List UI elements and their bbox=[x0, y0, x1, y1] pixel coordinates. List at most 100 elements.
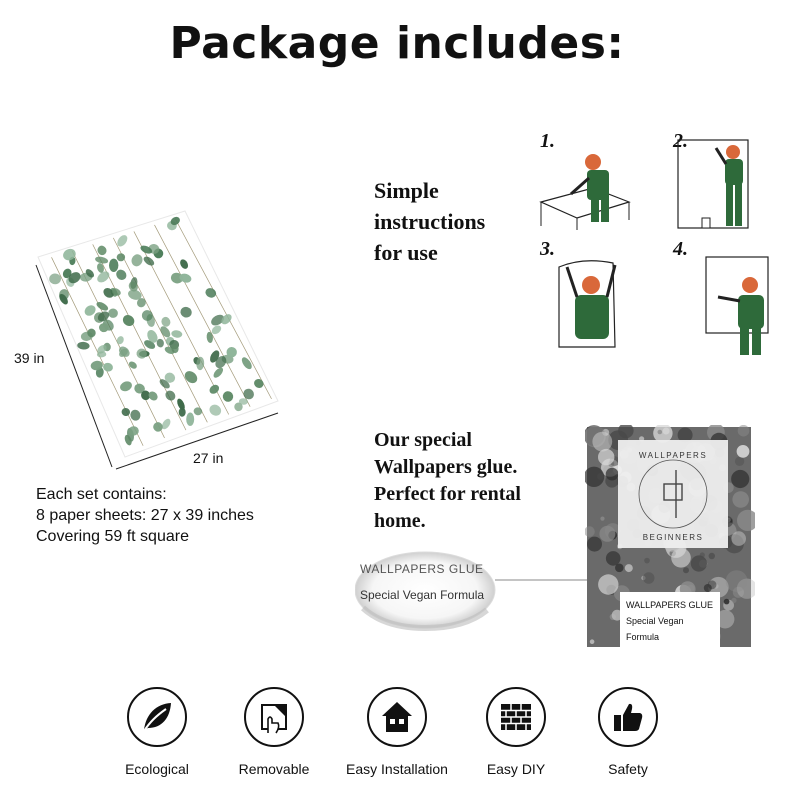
leaf-shape bbox=[103, 287, 114, 298]
sheet-height-label: 39 in bbox=[14, 350, 45, 366]
texture-blotch bbox=[671, 548, 691, 568]
step-3-illustration bbox=[558, 260, 617, 348]
leaf-shape bbox=[108, 258, 119, 273]
leaf-shape bbox=[211, 325, 222, 335]
texture-blotch bbox=[599, 525, 616, 542]
texture-blotch bbox=[642, 572, 655, 584]
step-number-2: 2. bbox=[673, 130, 688, 152]
feature-label: Safety bbox=[608, 761, 648, 777]
leaf-shape bbox=[97, 311, 110, 322]
leaf-shape bbox=[141, 310, 153, 321]
leaf-shape bbox=[221, 314, 232, 325]
set-line: Covering 59 ft square bbox=[36, 528, 189, 545]
step-1-illustration bbox=[539, 154, 631, 230]
set-line: Each set contains: bbox=[36, 486, 167, 503]
step-number-3: 3. bbox=[540, 238, 555, 260]
texture-blotch bbox=[714, 584, 719, 589]
texture-blotch bbox=[600, 516, 605, 521]
texture-blotch bbox=[662, 427, 670, 435]
leaf-shape bbox=[159, 379, 170, 389]
leaf-shape bbox=[111, 288, 121, 296]
leaf-shape bbox=[130, 409, 141, 421]
house-icon bbox=[382, 702, 412, 732]
leaf-shape bbox=[63, 248, 76, 261]
leaf-shape bbox=[99, 323, 109, 333]
texture-blotch bbox=[585, 466, 605, 487]
leaf-shape bbox=[141, 390, 151, 401]
leaf-shape bbox=[238, 398, 248, 405]
leaf-shape bbox=[97, 271, 110, 283]
texture-blotch bbox=[585, 425, 606, 448]
leaf-shape bbox=[213, 367, 224, 378]
feature-safety: Safety bbox=[563, 687, 693, 777]
glue-line: Perfect for rental bbox=[374, 483, 521, 505]
peel-icon bbox=[261, 704, 287, 734]
leaf-shape bbox=[62, 268, 72, 279]
leaf-shape bbox=[171, 344, 179, 354]
texture-blotch bbox=[732, 491, 749, 508]
leaf-shape bbox=[186, 412, 195, 426]
feature-removable: Removable bbox=[209, 687, 339, 777]
leaf-shape bbox=[180, 259, 189, 269]
brand-bottom-text: BEGINNERS bbox=[643, 533, 704, 542]
texture-blotch bbox=[611, 609, 623, 621]
sheet-width-label: 27 in bbox=[193, 450, 224, 466]
leaf-shape bbox=[170, 216, 180, 226]
texture-blotch bbox=[618, 425, 634, 439]
leaf-shape bbox=[136, 348, 147, 359]
texture-blotch bbox=[592, 431, 613, 452]
leaf-shape bbox=[210, 350, 220, 363]
brick-wall-icon bbox=[501, 704, 531, 730]
brand-logo-graphic: WALLPAPERS BEGINNERS bbox=[638, 451, 708, 542]
texture-blotch bbox=[723, 598, 730, 605]
glue-box-label: WALLPAPERS GLUE Special Vegan Formula bbox=[620, 592, 720, 650]
feature-icon-circle bbox=[127, 687, 187, 747]
leaf-shape bbox=[128, 426, 139, 436]
leaf-shape bbox=[147, 330, 158, 343]
texture-blotch bbox=[677, 427, 693, 443]
leaf-shape bbox=[116, 253, 126, 262]
leaf-shape bbox=[153, 422, 163, 432]
height-dimension-line bbox=[35, 264, 113, 468]
texture-blotch bbox=[587, 536, 602, 552]
leaf-shape bbox=[85, 269, 95, 278]
leaf-shape bbox=[164, 372, 176, 383]
leaf-shape bbox=[170, 272, 183, 284]
instructions-line: for use bbox=[374, 240, 438, 265]
feature-label: Easy DIY bbox=[486, 761, 546, 777]
leaf-shape bbox=[211, 314, 225, 326]
step-2-illustration bbox=[677, 139, 749, 229]
leaf-shape bbox=[178, 407, 186, 417]
step-4-illustration bbox=[705, 256, 769, 355]
leaf-shape bbox=[254, 378, 264, 389]
leaf-shape bbox=[140, 245, 153, 254]
leaf-shape bbox=[180, 306, 192, 318]
leaf-shape bbox=[234, 402, 243, 412]
texture-blotch bbox=[731, 469, 750, 489]
leaf-shape bbox=[128, 361, 137, 369]
feature-icon-circle bbox=[598, 687, 658, 747]
leaf-shape bbox=[148, 391, 158, 401]
leaf-shape bbox=[143, 256, 155, 266]
leaf-shape bbox=[131, 254, 143, 267]
feature-icon-circle bbox=[367, 687, 427, 747]
leaf-shape bbox=[226, 346, 237, 358]
texture-blotch bbox=[644, 557, 650, 564]
leaf-shape bbox=[215, 356, 227, 369]
leaf-shape bbox=[96, 351, 107, 358]
leaf-shape bbox=[243, 388, 254, 400]
leaf-shape bbox=[103, 362, 113, 372]
leaf-shape bbox=[77, 341, 90, 350]
leaf-shape bbox=[96, 302, 109, 311]
feature-label: Removable bbox=[238, 761, 310, 777]
leaf-shape bbox=[84, 305, 96, 316]
leaf-shape bbox=[97, 344, 107, 354]
texture-blotch bbox=[715, 609, 735, 629]
texture-blotch bbox=[615, 563, 624, 573]
magnifier-ellipse bbox=[355, 551, 620, 632]
leaf-shape bbox=[161, 418, 171, 430]
texture-blotch bbox=[605, 467, 619, 481]
leaf-shape bbox=[97, 263, 104, 273]
leaf-shape bbox=[177, 398, 185, 411]
leaf-shape bbox=[108, 308, 118, 318]
